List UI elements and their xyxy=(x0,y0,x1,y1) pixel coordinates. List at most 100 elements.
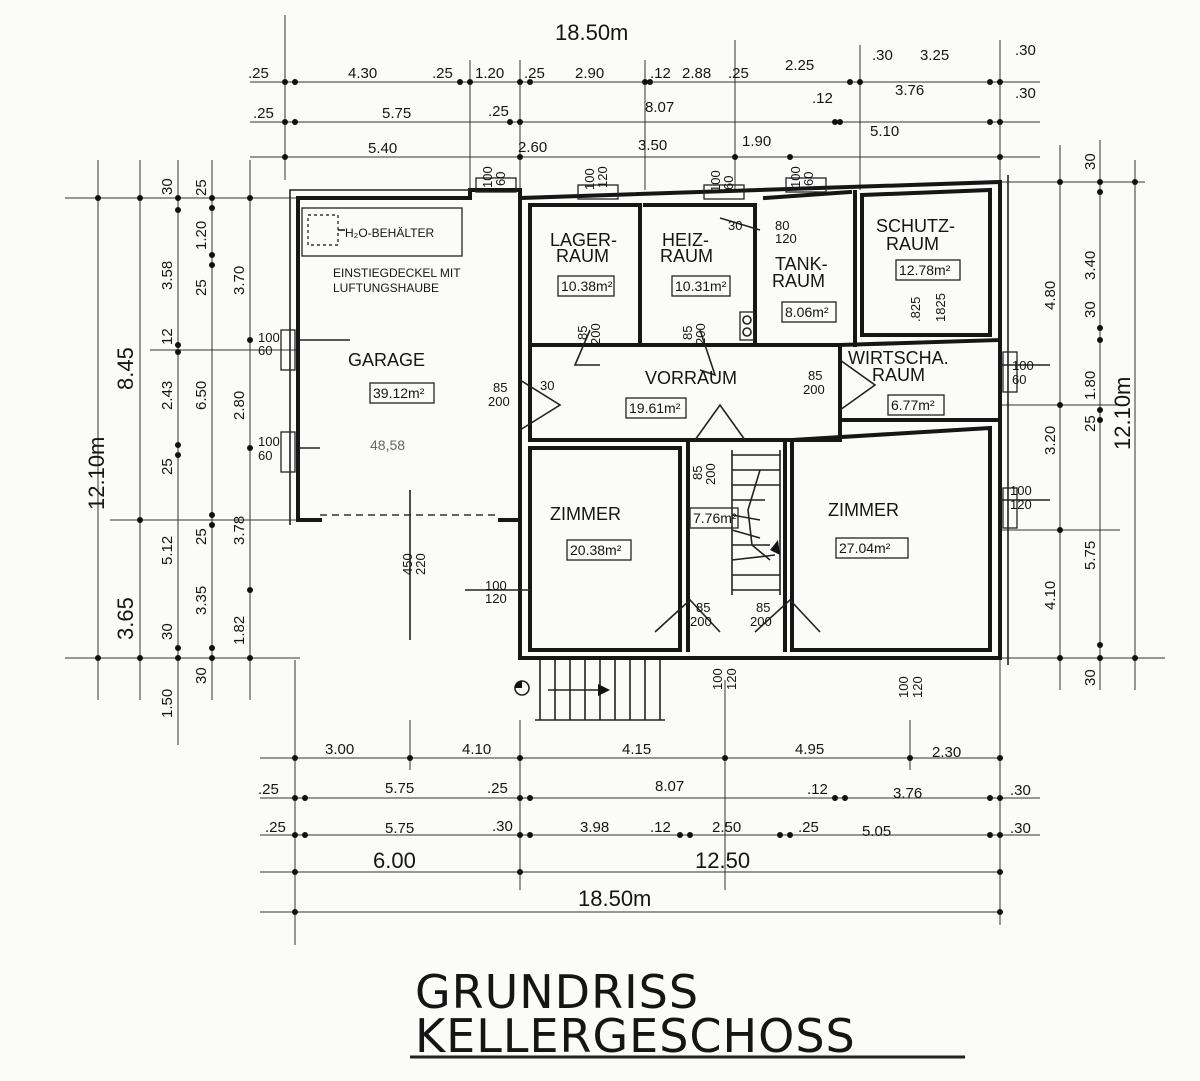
dim-label: 25 xyxy=(193,179,210,196)
opening-label: 60 xyxy=(1012,372,1026,387)
dim-label: 5.75 xyxy=(382,105,411,122)
dim-label: 3.00 xyxy=(325,741,354,758)
opening-label: 220 xyxy=(413,553,428,575)
boiler-icon xyxy=(739,311,755,341)
top-total-dimension: 18.50m xyxy=(555,20,628,45)
dim-label: 4.95 xyxy=(795,741,824,758)
heiz-label-line2: RAUM xyxy=(660,246,713,266)
dim-label: 2.50 xyxy=(712,819,741,836)
dim-label: 3.35 xyxy=(193,586,210,615)
dim-label: 3.70 xyxy=(231,266,248,295)
tank-label-line1: TANK- xyxy=(775,254,828,274)
dim-label: 30 xyxy=(193,667,210,684)
dim-label: .25 xyxy=(524,65,545,82)
garage-note: 48,58 xyxy=(370,437,405,453)
zimmer-2-area: 27.04m² xyxy=(839,540,891,556)
lager-label-line1: LAGER- xyxy=(550,230,617,250)
opening-label: 200 xyxy=(690,614,712,629)
opening-label: 80 xyxy=(775,218,789,233)
hatch-label-line1: EINSTIEGDECKEL MIT xyxy=(333,266,461,280)
opening-label: 120 xyxy=(724,668,739,690)
dim-label: 3.50 xyxy=(638,137,667,154)
hatch-label-line2: LUFTUNGSHAUBE xyxy=(333,281,439,295)
opening-label: 30 xyxy=(728,218,742,233)
tank-area: 8.06m² xyxy=(785,304,829,320)
left-dimension-lines xyxy=(65,160,300,745)
dim-label: .25 xyxy=(265,819,286,836)
opening-label: 120 xyxy=(595,166,610,188)
dim-label: 4.10 xyxy=(1042,581,1059,610)
door-symbols xyxy=(519,217,877,633)
opening-label: 85 xyxy=(690,466,705,480)
vorraum-label: VORRAUM xyxy=(645,368,737,388)
dim-label: 8.07 xyxy=(655,778,684,795)
left-dim-col-d: 3.70 2.80 3.78 1.82 xyxy=(231,266,248,645)
wirtschaft-label-line2: RAUM xyxy=(872,365,925,385)
bottom-dim-row-2: .25 5.75 .25 8.07 .12 3.76 .30 xyxy=(258,778,1031,802)
opening-label: 60 xyxy=(493,172,508,186)
dim-label: 2.60 xyxy=(518,139,547,156)
opening-label: 30 xyxy=(540,378,554,393)
opening-label: 100 xyxy=(480,166,495,188)
title-line2: KELLERGESCHOSS xyxy=(415,1009,856,1063)
garage-area: 39.12m² xyxy=(373,385,425,401)
zimmer-1-label: ZIMMER xyxy=(550,504,621,524)
opening-label: 100 xyxy=(1012,358,1034,373)
dim-label: .30 xyxy=(872,47,893,64)
opening-label: 100 xyxy=(708,170,723,192)
dim-label: 1.82 xyxy=(231,616,248,645)
dim-label: 3.78 xyxy=(231,516,248,545)
opening-label: 200 xyxy=(750,614,772,629)
opening-labels: 100 60 100 120 100 60 100 60 100 60 100 … xyxy=(258,166,1034,698)
opening-label: 100 xyxy=(1010,483,1032,498)
dim-label: 3.25 xyxy=(920,47,949,64)
wirtschaft-label-line1: WIRTSCHA. xyxy=(848,348,949,368)
window-marks xyxy=(280,177,1050,640)
lager-label-line2: RAUM xyxy=(556,246,609,266)
dim-label: 4.15 xyxy=(622,741,651,758)
exterior-stair-symbol xyxy=(514,660,665,721)
dim-label: 1.90 xyxy=(742,133,771,150)
dim-label: .30 xyxy=(1015,42,1036,59)
dim-label: .30 xyxy=(492,818,513,835)
opening-label: 200 xyxy=(703,463,718,485)
dim-label: 3.76 xyxy=(893,785,922,802)
wirtschaft-area: 6.77m² xyxy=(891,397,935,413)
stair-symbol xyxy=(731,450,781,595)
dim-label: 2.80 xyxy=(231,391,248,420)
opening-label: 100 xyxy=(896,676,911,698)
lager-area: 10.38m² xyxy=(561,278,613,294)
dim-label: .30 xyxy=(1010,782,1031,799)
zimmer-2-label: ZIMMER xyxy=(828,500,899,520)
dim-label: .25 xyxy=(488,103,509,120)
opening-label: 120 xyxy=(910,676,925,698)
dim-label: 25 xyxy=(159,458,176,475)
vorraum-area: 19.61m² xyxy=(629,400,681,416)
dim-label: 4.30 xyxy=(348,65,377,82)
dim-label: 5.75 xyxy=(1082,541,1099,570)
dim-label: 4.10 xyxy=(462,741,491,758)
opening-label: 450 xyxy=(400,553,415,575)
opening-label: 85 xyxy=(575,326,590,340)
bottom-dim-row-3: .25 5.75 .30 3.98 .12 2.50 .25 5.05 .30 xyxy=(265,818,1031,840)
dim-label: .25 xyxy=(432,65,453,82)
dim-label: 3.40 xyxy=(1082,251,1099,280)
opening-label: .825 xyxy=(908,297,923,322)
opening-label: 100 xyxy=(485,578,507,593)
h2o-tank-label: H₂O-BEHÄLTER xyxy=(345,226,434,240)
dim-label: .25 xyxy=(728,65,749,82)
dim-label: 3.76 xyxy=(895,82,924,99)
top-dim-row-1: .25 4.30 .25 1.20 .25 2.90 .12 2.88 .25 … xyxy=(248,42,1036,82)
opening-label: 60 xyxy=(258,448,272,463)
dim-label: 1.20 xyxy=(475,65,504,82)
schutz-label-line1: SCHUTZ- xyxy=(876,216,955,236)
opening-label: 60 xyxy=(801,172,816,186)
dim-label: 5.75 xyxy=(385,780,414,797)
dim-label: .12 xyxy=(807,781,828,798)
dim-label: .12 xyxy=(650,819,671,836)
bottom-dim-row-1: 3.00 4.10 4.15 4.95 2.30 xyxy=(325,741,961,761)
schutz-area: 12.78m² xyxy=(899,262,951,278)
dim-label: 25 xyxy=(1082,415,1099,432)
heiz-area: 10.31m² xyxy=(675,278,727,294)
